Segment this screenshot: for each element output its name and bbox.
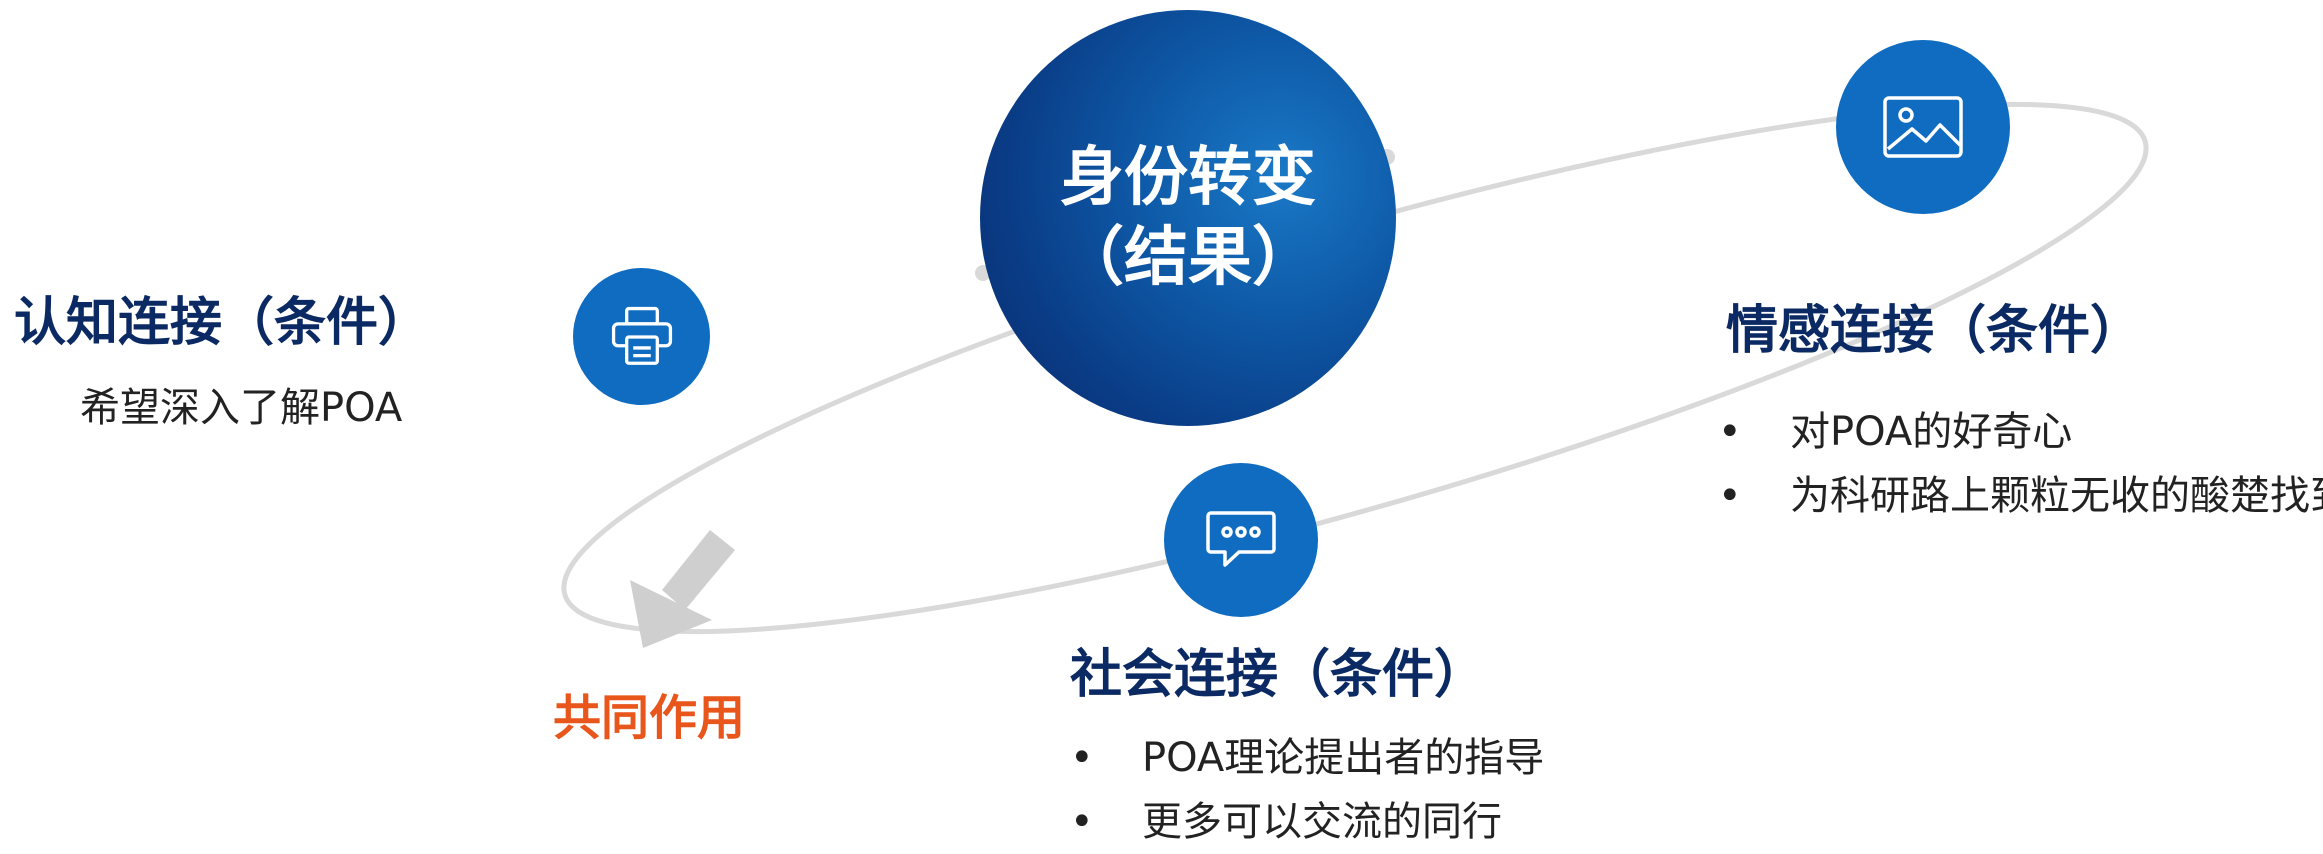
list-item: 为科研路上颗粒无收的酸楚找到出路 — [1718, 464, 2323, 528]
printer-icon — [607, 302, 677, 372]
emotional-connection-title: 情感连接（条件） — [1726, 301, 2143, 361]
social-connection-title: 社会连接（条件） — [1070, 645, 1487, 705]
list-item: POA理论提出者的指导 — [1070, 726, 1544, 790]
chat-bubble-icon — [1205, 509, 1277, 571]
cognitive-connection-title: 认知连接（条件） — [14, 293, 431, 353]
emotional-connection-list: 对POA的好奇心 为科研路上颗粒无收的酸楚找到出路 — [1718, 400, 2323, 528]
combined-effect-label: 共同作用 — [553, 690, 746, 746]
list-item: 对POA的好奇心 — [1718, 400, 2323, 464]
center-title: 身份转变 — [1060, 141, 1316, 215]
image-icon — [1882, 95, 1964, 159]
downward-arrow — [630, 530, 735, 648]
social-connection-list: POA理论提出者的指导 更多可以交流的同行 — [1070, 726, 1544, 854]
identity-shift-circle: 身份转变 （结果） — [980, 10, 1396, 426]
cognitive-connection-desc: 希望深入了解POA — [80, 385, 403, 431]
list-item: 更多可以交流的同行 — [1070, 790, 1544, 854]
center-subtitle: （结果） — [1060, 221, 1316, 295]
emotional-icon-circle — [1836, 40, 2010, 214]
cognitive-icon-circle — [573, 268, 710, 405]
social-icon-circle — [1164, 463, 1318, 617]
